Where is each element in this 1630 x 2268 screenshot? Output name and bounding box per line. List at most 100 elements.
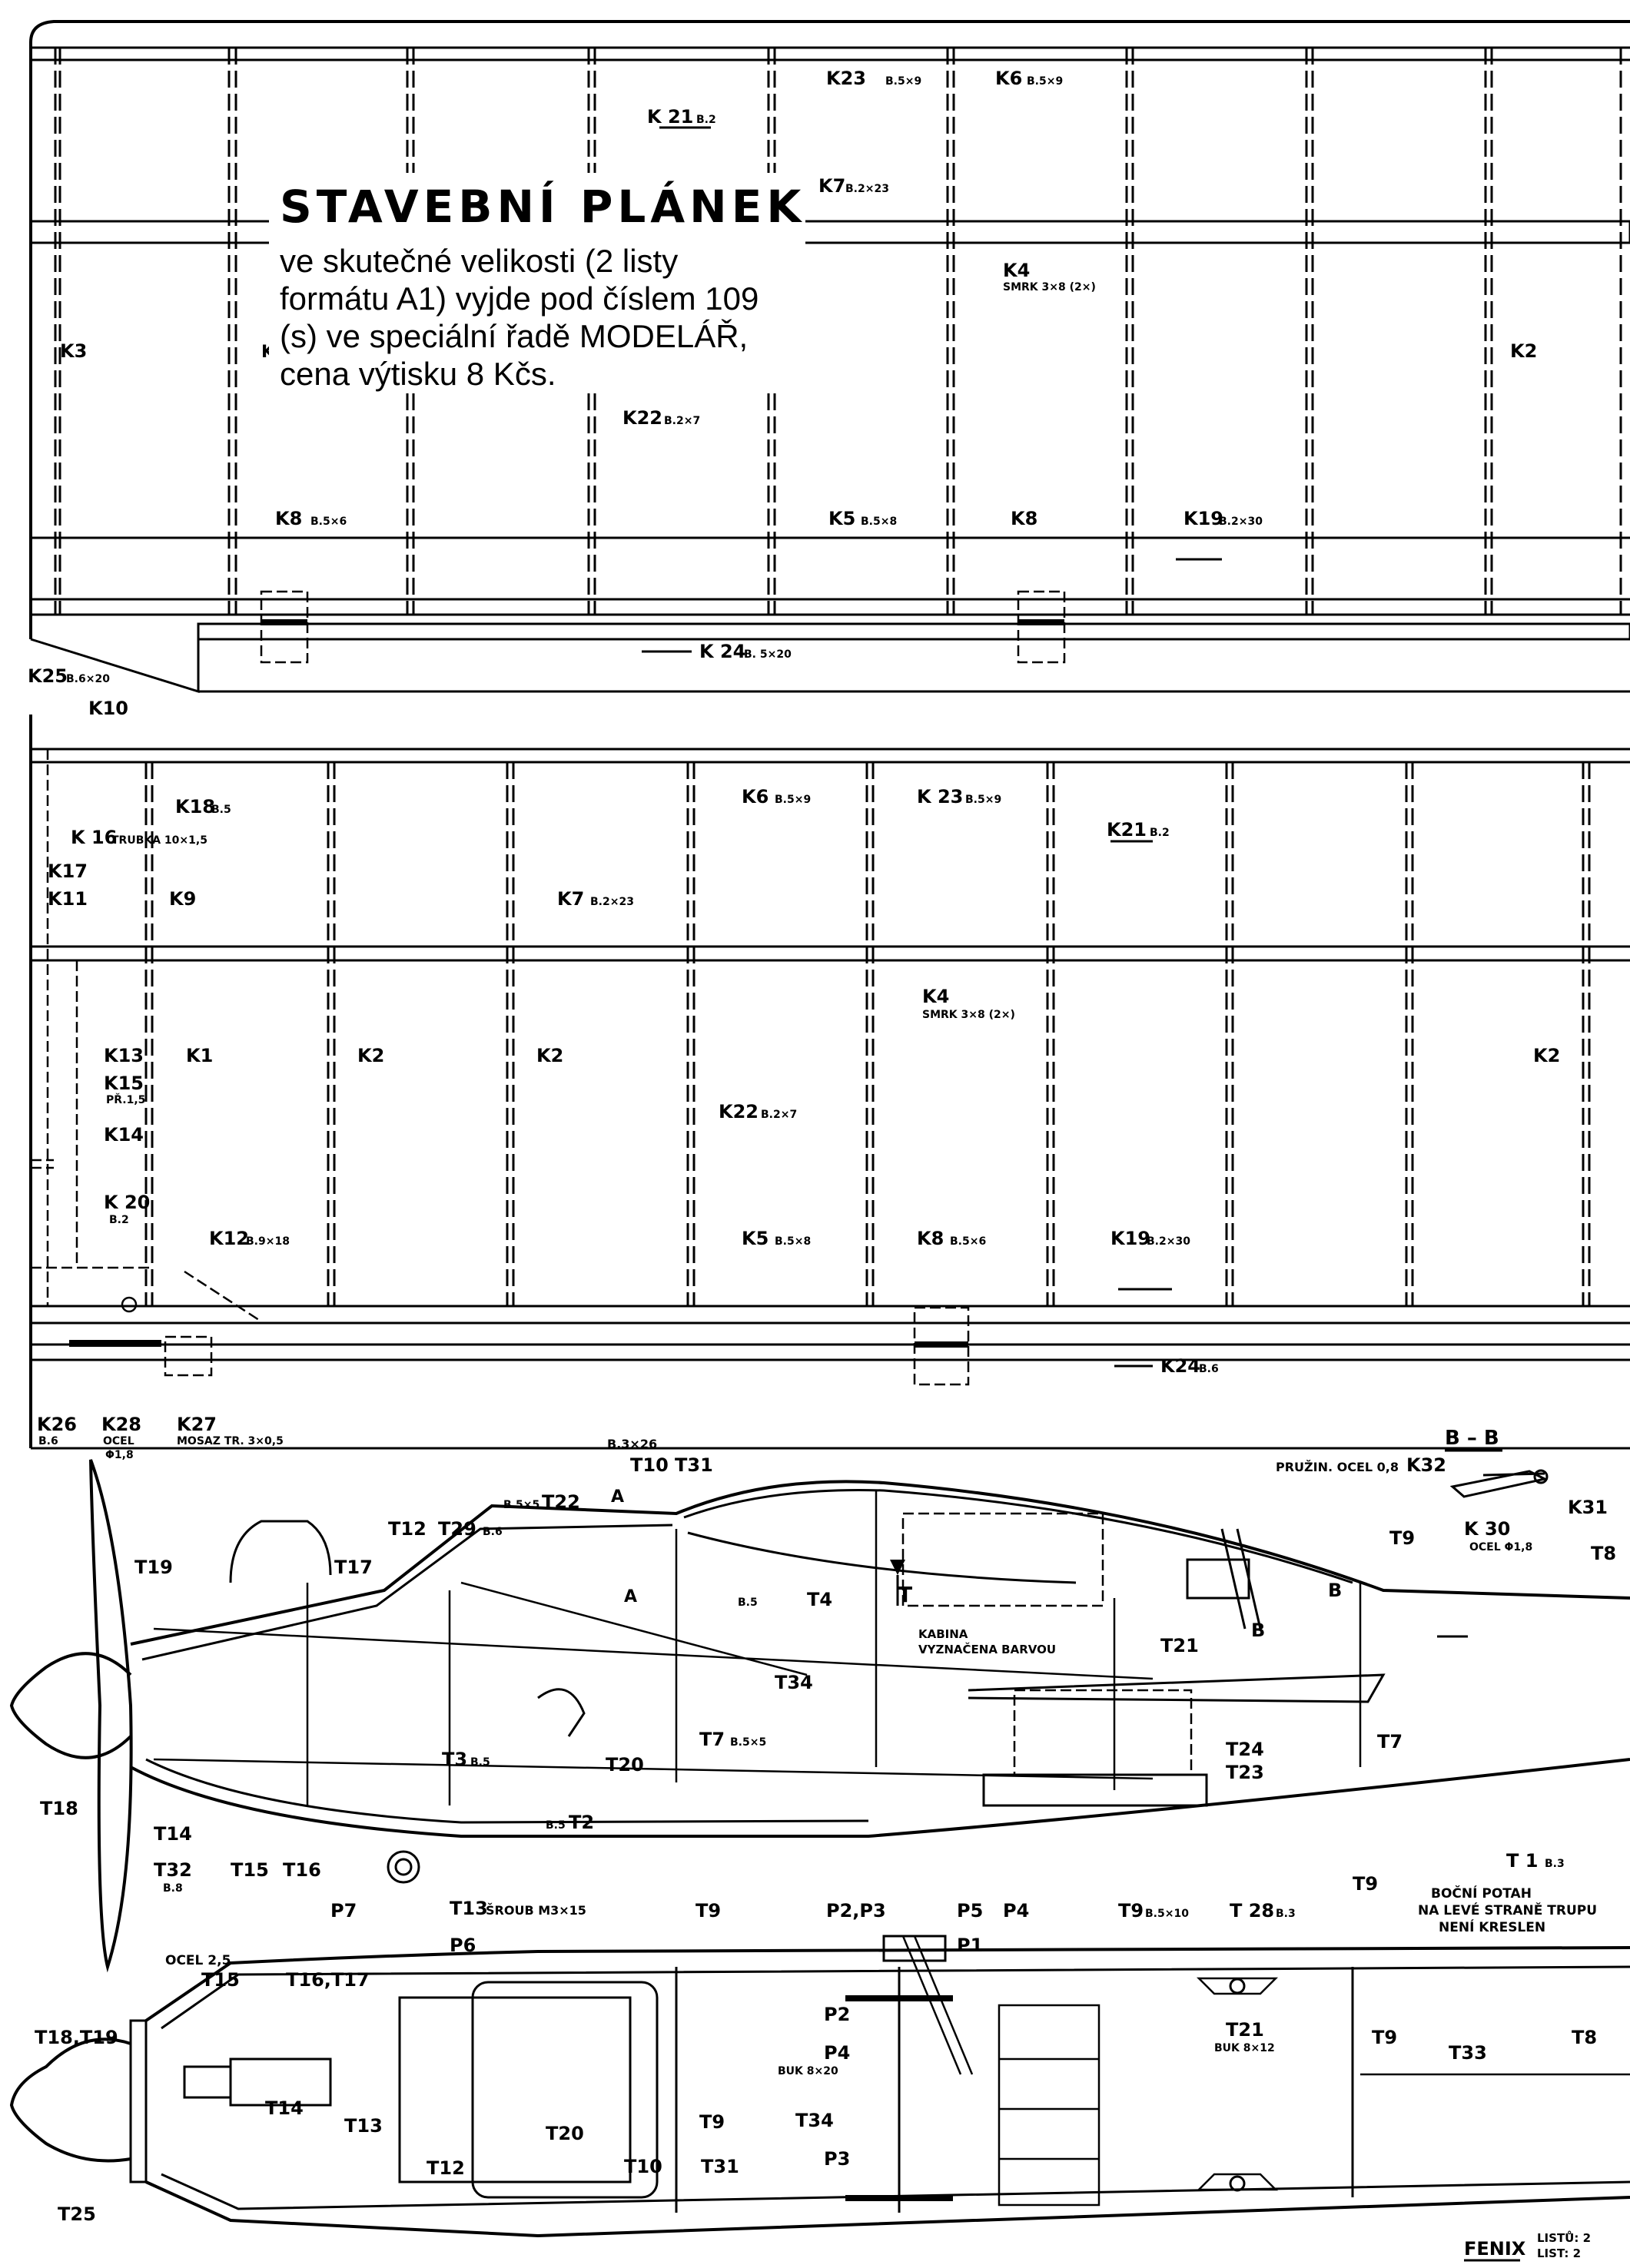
label-note-2: NA LEVÉ STRANĚ TRUPU	[1418, 1902, 1597, 1918]
label-p2p3: P2,P3	[826, 1900, 886, 1922]
label-t20-side: T20	[606, 1754, 644, 1776]
label-t7-side-sub: B.5×5	[730, 1736, 766, 1749]
label-k22-bottom-sub: B.2×7	[761, 1109, 797, 1121]
label-t17-side: T17	[334, 1557, 373, 1578]
label-t9-side-b: T9	[1118, 1900, 1144, 1922]
label-k24-top-sub: B. 5×20	[744, 648, 792, 661]
label-p4-top-sub: BUK 8×20	[778, 2065, 838, 2077]
label-t20-top: T20	[546, 2123, 584, 2144]
label-t32-sub: B.8	[163, 1882, 183, 1895]
label-b5x5: B.5×5	[503, 1499, 539, 1511]
label-k23-top: K23	[826, 68, 866, 89]
label-t14-side: T14	[154, 1823, 192, 1845]
label-t18t19-top: T18,T19	[35, 2027, 118, 2048]
label-k30-sub: OCEL Φ1,8	[1469, 1541, 1532, 1553]
label-k4-bottom: K4	[922, 986, 949, 1007]
label-p3-top: P3	[824, 2148, 850, 2170]
label-k6-bottom: K6	[742, 786, 769, 807]
upper-wing-panel	[29, 20, 1630, 694]
label-k26: K26	[37, 1414, 77, 1435]
label-k16: K 16	[71, 827, 117, 848]
label-t16-side: T16	[283, 1859, 321, 1881]
label-k8-bottom-sub: B.5×6	[950, 1235, 986, 1248]
label-t21-top: T21	[1226, 2019, 1264, 2041]
label-k5-bottom-sub: B.5×8	[775, 1235, 811, 1248]
label-k1: K1	[186, 1045, 213, 1066]
label-k7-bottom-sub: B.2×23	[590, 896, 634, 908]
label-p5: P5	[957, 1900, 983, 1922]
label-k20-sub: B.2	[109, 1214, 129, 1226]
label-t4: T4	[807, 1589, 832, 1610]
label-t10-top: T10	[624, 2156, 662, 2177]
label-p7: P7	[330, 1900, 357, 1922]
label-k23-bottom-sub: B.5×9	[965, 794, 1001, 806]
label-k5-bottom: K5	[742, 1228, 769, 1249]
label-k4-bottom-sub: SMRK 3×8 (2×)	[922, 1009, 1015, 1021]
label-note-1: BOČNÍ POTAH	[1431, 1885, 1532, 1902]
label-k28-sub2: Φ1,8	[105, 1449, 134, 1461]
label-t3: T3	[442, 1749, 467, 1770]
label-t15-top: T15	[201, 1969, 240, 1991]
label-k5-top-sub: B.5×8	[861, 516, 897, 528]
label-k18: K18	[175, 796, 215, 817]
notice-text: ve skutečné velikosti (2 listy formátu A…	[280, 243, 759, 392]
label-t9-side-b-sub: B.5×10	[1145, 1908, 1189, 1920]
label-k8-bottom: K8	[917, 1228, 944, 1249]
label-t29-sub: B.6	[483, 1526, 503, 1538]
label-t19-side: T19	[134, 1557, 173, 1578]
label-t34-side: T34	[775, 1672, 813, 1693]
label-k15: K15	[104, 1073, 144, 1094]
sheet-footer: FENIX LISTŮ: 2 LIST: 2	[1464, 2230, 1591, 2262]
label-k8-top-sub: B.5×6	[310, 516, 347, 528]
label-k21-top-sub: B.2	[696, 114, 716, 126]
label-k7-top: K7	[818, 175, 845, 197]
label-k27: K27	[177, 1414, 217, 1435]
label-k2-top-right: K2	[1510, 340, 1537, 362]
label-t25: T25	[58, 2203, 96, 2225]
label-k6-top-sub: B.5×9	[1027, 75, 1063, 88]
label-k15-sub: PŘ.1,5	[106, 1093, 145, 1106]
label-k28-sub1: OCEL	[103, 1435, 134, 1447]
label-k11: K11	[48, 888, 88, 910]
label-t12-top: T12	[427, 2157, 465, 2179]
label-k2-bottom-b: K2	[536, 1045, 563, 1066]
label-p4-side: P4	[1003, 1900, 1029, 1922]
label-k32: K32	[1406, 1454, 1446, 1476]
label-t16t17-top: T16,T17	[286, 1969, 370, 1991]
label-t8-top: T8	[1572, 2027, 1597, 2048]
label-k7-bottom: K7	[557, 888, 584, 910]
label-t4-pre: B.5	[738, 1597, 758, 1609]
upper-wing-labels: K23 B.5×9 K6 B.5×9 K 21 B.2 K7 B.2×23 K4…	[28, 68, 1537, 687]
label-t32: T32	[154, 1859, 192, 1881]
label-t1-sub: B.3	[1545, 1858, 1565, 1870]
label-t9-side-d: T9	[1389, 1527, 1415, 1549]
plan-name: FENIX	[1464, 2238, 1526, 2260]
label-t23: T23	[1226, 1762, 1264, 1783]
label-k22-bottom: K22	[719, 1101, 759, 1122]
label-k19-top: K19	[1183, 508, 1223, 529]
label-k3-top: K3	[60, 340, 87, 362]
label-k25-top: K25	[28, 665, 68, 687]
label-t10-side: T10	[630, 1454, 669, 1476]
label-b-right: B	[1328, 1580, 1342, 1601]
label-k19-bottom: K19	[1110, 1228, 1150, 1249]
label-k31: K31	[1568, 1497, 1608, 1518]
label-t13-side-sub: ŠROUB M3×15	[486, 1903, 586, 1918]
label-t14-top: T14	[265, 2097, 304, 2119]
label-k19-bottom-sub: B.2×30	[1147, 1235, 1190, 1248]
sheet-count: LISTŮ: 2	[1537, 2230, 1591, 2245]
label-a-top: A	[611, 1487, 624, 1507]
label-k5-top: K5	[828, 508, 855, 529]
label-k8-top: K8	[275, 508, 302, 529]
label-k6-bottom-sub: B.5×9	[775, 794, 811, 806]
label-k23-bottom: K 23	[917, 786, 963, 807]
label-t9-top-b: T9	[699, 2111, 725, 2133]
label-t24: T24	[1226, 1739, 1264, 1760]
label-t9-top: T9	[1372, 2027, 1397, 2048]
label-k27-sub: MOSAZ TR. 3×0,5	[177, 1435, 284, 1447]
fuselage-top-labels: OCEL 2,5 T15 T16,T17 T18,T19 P2 P4 BUK 8…	[35, 1953, 1597, 2225]
label-k22-top-sub: B.2×7	[664, 415, 700, 427]
label-t33: T33	[1449, 2042, 1487, 2064]
label-k14: K14	[104, 1124, 144, 1146]
